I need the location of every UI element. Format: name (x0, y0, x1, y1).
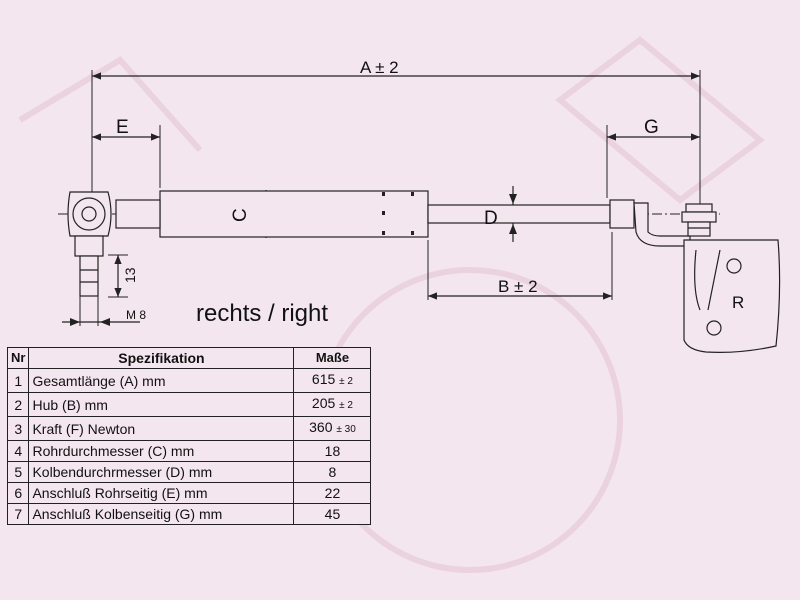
bracket-label: R (732, 293, 744, 312)
dim-A-label: A ± 2 (360, 58, 399, 77)
value-number: 615 (311, 371, 336, 387)
piston-rod (427, 204, 611, 224)
row-nr: 3 (6, 416, 30, 441)
row-value: 205 ± 2 (293, 392, 372, 417)
value-number: 205 (311, 395, 336, 411)
table-row: 7 Anschluß Kolbenseitig (G) mm 45 (6, 503, 372, 525)
value-tolerance: ± 2 (339, 376, 353, 387)
dim-D-arrows (70, 194, 517, 326)
tube-end-cap (115, 199, 161, 229)
table-header-row: Nr Spezifikation Maße (6, 347, 372, 369)
specification-table: Nr Spezifikation Maße 1 Gesamtlänge (A) … (6, 347, 372, 525)
dim-C-label: C (230, 208, 251, 222)
dim-D-label: D (484, 208, 498, 229)
value-tolerance: ± 2 (339, 400, 353, 411)
row-nr: 6 (6, 482, 30, 504)
header-nr: Nr (6, 347, 30, 369)
header-value: Maße (293, 347, 372, 369)
extension-lines (91, 70, 701, 300)
value-number: 18 (324, 443, 341, 459)
row-value: 360 ± 30 (293, 416, 372, 441)
view-caption: rechts / right (196, 300, 329, 327)
value-number: 22 (324, 485, 341, 501)
table-row: 4 Rohrdurchmesser (C) mm 18 (6, 440, 372, 462)
header-spec: Spezifikation (28, 347, 295, 369)
dim-G-label: G (644, 117, 659, 138)
dim-13-label: 13 (122, 267, 138, 283)
table-row: 2 Hub (B) mm 205 ± 2 (6, 392, 372, 417)
gas-spring (115, 190, 635, 238)
row-spec: Rohrdurchmesser (C) mm (28, 440, 295, 462)
row-value: 18 (293, 440, 372, 462)
value-number: 8 (328, 464, 337, 480)
value-number: 360 (309, 419, 333, 435)
table-row: 3 Kraft (F) Newton 360 ± 30 (6, 416, 372, 441)
row-nr: 2 (6, 392, 30, 417)
row-spec: Hub (B) mm (28, 392, 295, 417)
bracket-end (633, 202, 781, 353)
row-value: 8 (293, 461, 372, 483)
row-nr: 1 (6, 368, 30, 393)
row-nr: 4 (6, 440, 30, 462)
rod-end-collar (609, 199, 635, 229)
table-row: 6 Anschluß Rohrseitig (E) mm 22 (6, 482, 372, 504)
table-row: 1 Gesamtlänge (A) mm 615 ± 2 (6, 368, 372, 393)
row-spec: Anschluß Rohrseitig (E) mm (28, 482, 295, 504)
row-nr: 5 (6, 461, 30, 483)
row-spec: Kolbendurchrmesser (D) mm (28, 461, 295, 483)
table-row: 5 Kolbendurchrmesser (D) mm 8 (6, 461, 372, 483)
value-tolerance: ± 30 (336, 424, 356, 435)
row-nr: 7 (6, 503, 30, 525)
dim-M8-label: M 8 (126, 308, 146, 322)
row-spec: Anschluß Kolbenseitig (G) mm (28, 503, 295, 525)
threaded-stud (74, 235, 104, 257)
dim-E-label: E (116, 117, 129, 138)
dim-B-label: B ± 2 (498, 277, 538, 296)
row-spec: Kraft (F) Newton (28, 416, 295, 441)
row-value: 22 (293, 482, 372, 504)
tube-marks (382, 192, 414, 235)
row-value: 615 ± 2 (293, 368, 372, 393)
row-spec: Gesamtlänge (A) mm (28, 368, 295, 393)
value-number: 45 (324, 506, 341, 522)
ball-socket-end (67, 191, 112, 326)
row-value: 45 (293, 503, 372, 525)
cylinder-tube (159, 190, 429, 238)
